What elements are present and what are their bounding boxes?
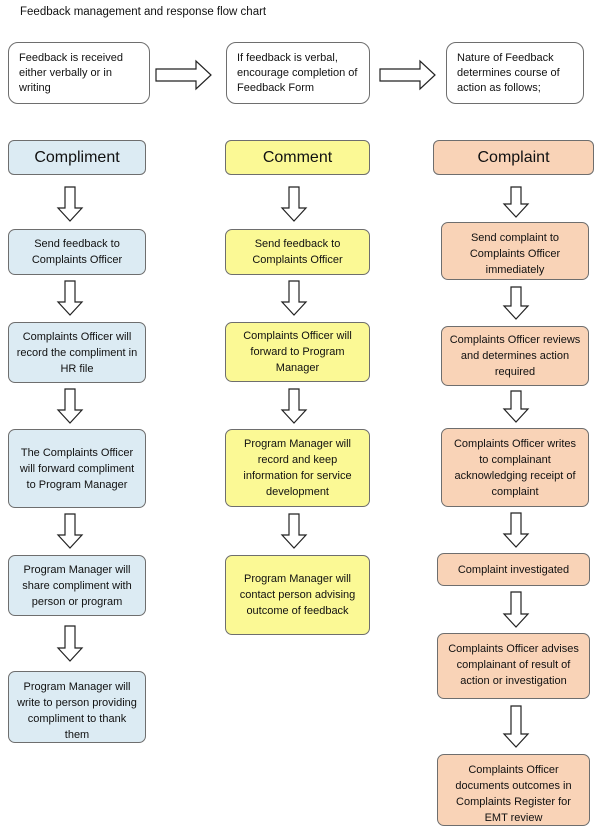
arrow-down-c2 [56, 280, 84, 316]
comment-heading: Comment [225, 140, 370, 175]
complaint-step-2: Complaints Officer reviews and determine… [441, 326, 589, 386]
complaint-heading: Complaint [433, 140, 594, 175]
arrow-down-c4 [56, 513, 84, 549]
intro-box-verbal: If feedback is verbal, encourage complet… [226, 42, 370, 104]
arrow-down-m4 [280, 513, 308, 549]
intro-box-nature: Nature of Feedback determines course of … [446, 42, 584, 104]
arrow-down-c3 [56, 388, 84, 424]
compliment-step-3: The Complaints Officer will forward comp… [8, 429, 146, 508]
intro-box-received: Feedback is received either verbally or … [8, 42, 150, 104]
arrow-down-c5 [56, 625, 84, 662]
complaint-step-4: Complaint investigated [437, 553, 590, 586]
complaint-step-6: Complaints Officer documents outcomes in… [437, 754, 590, 826]
arrow-down-m2 [280, 280, 308, 316]
compliment-step-2: Complaints Officer will record the compl… [8, 322, 146, 383]
arrow-down-p4 [502, 512, 530, 548]
arrow-down-c1 [56, 186, 84, 222]
arrow-down-m1 [280, 186, 308, 222]
compliment-heading: Compliment [8, 140, 146, 175]
arrow-down-p3 [502, 390, 530, 423]
arrow-right-2 [379, 59, 436, 91]
compliment-step-1: Send feedback to Complaints Officer [8, 229, 146, 275]
arrow-down-m3 [280, 388, 308, 424]
chart-title: Feedback management and response flow ch… [20, 6, 267, 18]
complaint-step-1: Send complaint to Complaints Officer imm… [441, 222, 589, 280]
arrow-right-1 [155, 59, 212, 91]
arrow-down-p5 [502, 591, 530, 628]
compliment-step-4: Program Manager will share compliment wi… [8, 555, 146, 616]
arrow-down-p2 [502, 286, 530, 320]
comment-step-1: Send feedback to Complaints Officer [225, 229, 370, 275]
compliment-step-5: Program Manager will write to person pro… [8, 671, 146, 743]
arrow-down-p1 [502, 186, 530, 218]
arrow-down-p6 [502, 705, 530, 748]
comment-step-4: Program Manager will contact person advi… [225, 555, 370, 635]
comment-step-2: Complaints Officer will forward to Progr… [225, 322, 370, 382]
comment-step-3: Program Manager will record and keep inf… [225, 429, 370, 507]
complaint-step-5: Complaints Officer advises complainant o… [437, 633, 590, 699]
complaint-step-3: Complaints Officer writes to complainant… [441, 428, 589, 507]
